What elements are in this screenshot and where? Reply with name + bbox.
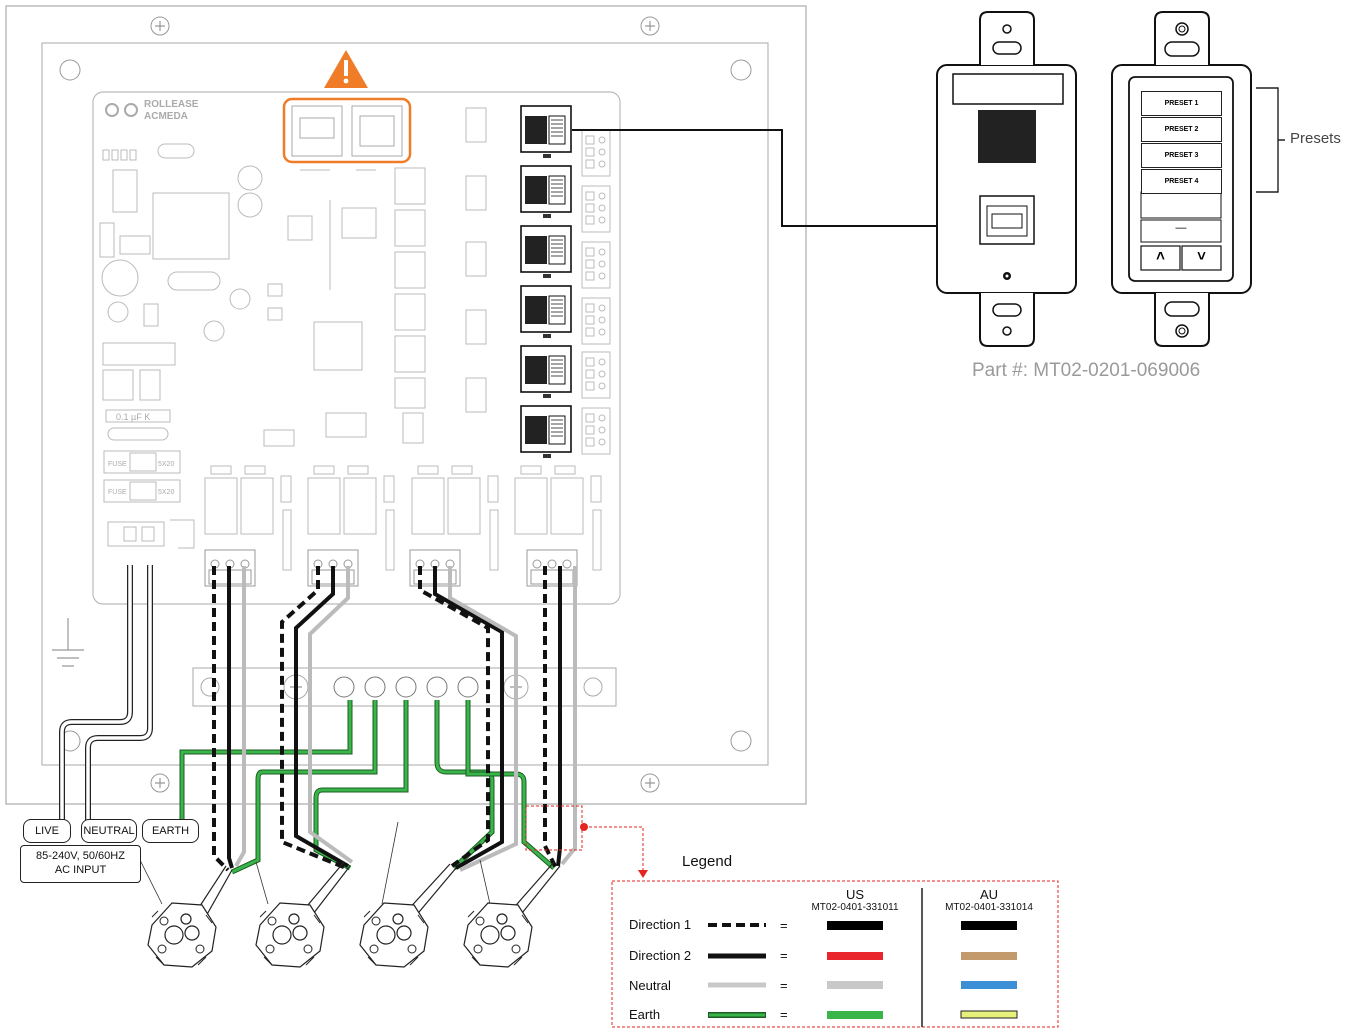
pcb-components (99, 107, 487, 549)
preset-2-button[interactable]: PRESET 2 (1141, 117, 1222, 142)
fuse1-label: FUSE (108, 461, 127, 468)
callout-arrow (584, 826, 644, 872)
warning-triangle-icon (324, 50, 368, 88)
board-brand-line1: ROLLEASE (144, 99, 199, 110)
ac-input-box: 85-240V, 50/60HZ AC INPUT (20, 845, 141, 883)
motor-wires (212, 566, 577, 872)
tubular-motor-2 (255, 902, 325, 968)
live-label: LIVE (35, 825, 59, 837)
legend-us-part: MT02-0401-331011 (811, 902, 899, 913)
board-cap-label: 0.1 µF K (116, 412, 150, 422)
ac-input-line2: AC INPUT (54, 864, 107, 876)
legend-title: Legend (682, 853, 733, 870)
fuse2-label: FUSE (108, 489, 127, 496)
ac-input-wires (59, 565, 153, 822)
legend-row-label: Direction 2 (629, 948, 692, 963)
rollease-logo-icon (105, 103, 138, 117)
legend-equals: = (780, 948, 788, 963)
wallplate-back (936, 11, 1077, 347)
legend-samples (708, 921, 1018, 1019)
earth-label: EARTH (151, 825, 190, 837)
legend-box (611, 880, 1059, 1028)
earth-tag: EARTH (142, 819, 199, 843)
neutral-label: NEUTRAL (83, 825, 135, 837)
part-number: Part #: MT02-0201-069006 (972, 360, 1201, 381)
legend-row-label: Neutral (629, 978, 671, 993)
legend-row-label: Earth (629, 1007, 661, 1022)
tubular-motor-3 (359, 902, 429, 968)
legend-au-header: AU (979, 887, 999, 902)
presets-label: Presets (1290, 130, 1341, 147)
legend-equals: = (780, 1007, 788, 1022)
tubular-motor-1 (147, 902, 217, 968)
enclosure-screws (59, 16, 752, 793)
port-highlight (282, 97, 412, 164)
legend-au-part: MT02-0401-331014 (945, 902, 1033, 913)
board-brand-line2: ACMEDA (144, 111, 188, 122)
preset-1-button[interactable]: PRESET 1 (1141, 91, 1222, 116)
ac-input-line1: 85-240V, 50/60HZ (36, 850, 125, 862)
legend-us-header: US (845, 887, 865, 902)
network-ports (291, 105, 403, 157)
up-button[interactable]: ˄ (1156, 248, 1165, 265)
legend-equals: = (780, 978, 788, 993)
preset-4-button[interactable]: PRESET 4 (1141, 169, 1222, 194)
presets-bracket (1256, 87, 1285, 193)
fuse2-size: 5X20 (158, 489, 174, 496)
stop-button[interactable]: — (1175, 222, 1187, 234)
legend-equals: = (780, 918, 788, 933)
keypad-cable (572, 129, 980, 227)
fuse1-size: 5X20 (158, 461, 174, 468)
preset-3-button[interactable]: PRESET 3 (1141, 143, 1222, 168)
down-button[interactable]: ˅ (1197, 248, 1206, 265)
legend-row-label: Direction 1 (629, 917, 692, 932)
live-tag: LIVE (23, 819, 71, 843)
ground-symbol-icon (52, 618, 84, 667)
tubular-motor-4 (463, 902, 533, 968)
neutral-tag: NEUTRAL (81, 819, 137, 843)
